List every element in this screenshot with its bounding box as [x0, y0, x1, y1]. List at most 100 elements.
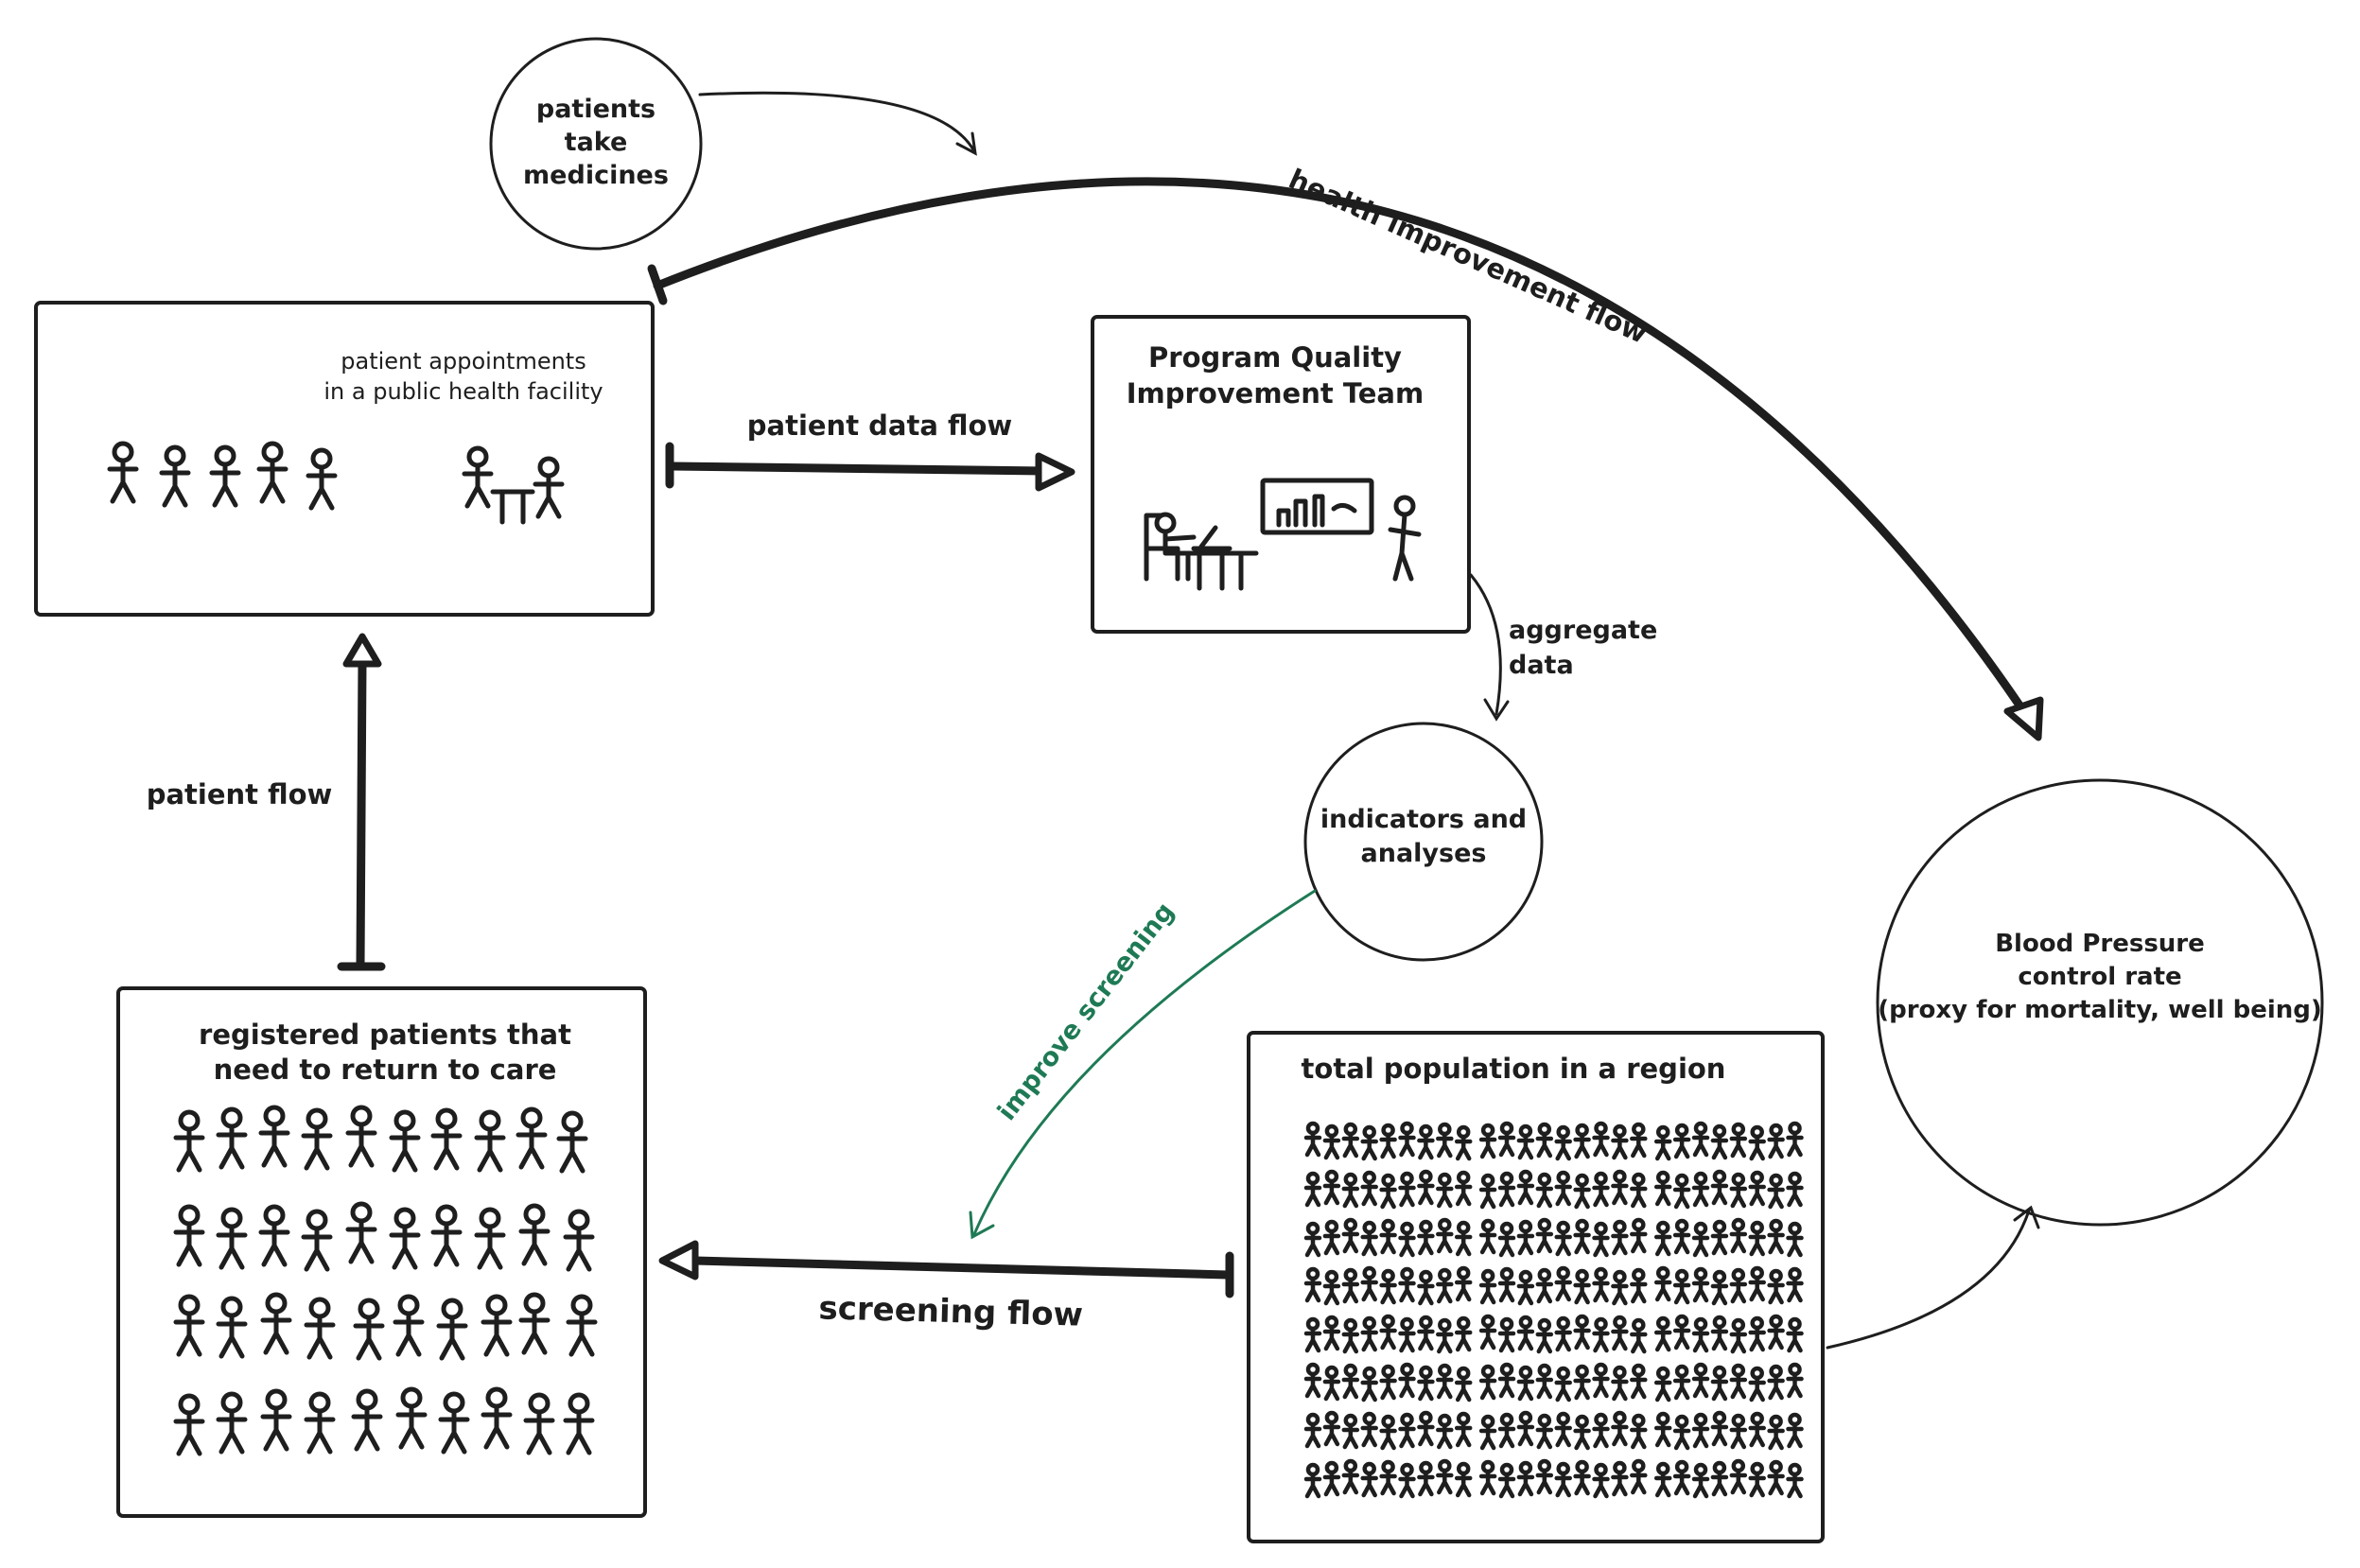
population-figure [1613, 1413, 1626, 1444]
medicines-circle [489, 37, 703, 251]
population-figure [1789, 1415, 1802, 1446]
population-figure [1632, 1175, 1645, 1206]
population-figure [1770, 1271, 1783, 1302]
population-figure [1519, 1368, 1532, 1399]
registered-line2: need to return to care [214, 1054, 557, 1086]
population-figure [1382, 1221, 1395, 1252]
patient-data-label: patient data flow [747, 409, 1012, 442]
population-figure [1576, 1417, 1589, 1448]
population-figure [1538, 1124, 1551, 1156]
population-figure [1770, 1462, 1783, 1493]
population-figure [1576, 1316, 1589, 1348]
population-figure [1500, 1124, 1513, 1155]
population-figure [1713, 1463, 1726, 1494]
population-figure [1656, 1318, 1669, 1350]
population-figure [1306, 1174, 1320, 1205]
population-figure [1595, 1269, 1608, 1300]
population-figure [1344, 1270, 1357, 1301]
team-line2: Improvement Team [1127, 377, 1424, 409]
population-figure [1770, 1316, 1783, 1348]
population-figure [1656, 1464, 1669, 1495]
population-figure [1713, 1126, 1726, 1158]
aggregate-arrow [1469, 573, 1510, 722]
population-figure [1789, 1365, 1802, 1396]
population-figure [1675, 1176, 1688, 1207]
appointments-line2: in a public health facility [323, 378, 603, 405]
aggregate-line2: data [1509, 651, 1574, 680]
population-figure [1595, 1124, 1608, 1155]
population-figure [1576, 1125, 1589, 1157]
population-figure [1325, 1463, 1338, 1494]
population-figure [1457, 1127, 1470, 1159]
population-figure [1500, 1319, 1513, 1350]
population-figure [1481, 1367, 1495, 1398]
population-figure [1438, 1461, 1451, 1492]
population-figure [1694, 1174, 1707, 1205]
population-figure [1500, 1465, 1513, 1496]
population-figure [1751, 1223, 1764, 1254]
population-figure [1694, 1269, 1707, 1300]
population-figure [1363, 1223, 1376, 1254]
population-figure [1632, 1461, 1645, 1492]
population-figure [1557, 1414, 1570, 1445]
screening-label: screening flow [818, 1289, 1083, 1333]
population-figure [1500, 1415, 1513, 1446]
population-figure [1770, 1176, 1783, 1207]
population-figure [1595, 1365, 1608, 1396]
registered-line1: registered patients that [199, 1019, 571, 1051]
population-figure [1713, 1368, 1726, 1399]
population-figure [1438, 1270, 1451, 1301]
bp-line1: Blood Pressure [1995, 930, 2205, 958]
population-figure [1519, 1317, 1532, 1349]
population-figure [1694, 1415, 1707, 1446]
population-figure [1770, 1367, 1783, 1398]
population-figure [1613, 1172, 1626, 1203]
team-line1: Program Quality [1148, 341, 1402, 374]
population-figure [1306, 1124, 1320, 1155]
population-figure [1694, 1465, 1707, 1496]
population-figure [1519, 1126, 1532, 1158]
population-figure [1457, 1318, 1470, 1350]
population-figure [1481, 1316, 1495, 1348]
population-figure [1457, 1368, 1470, 1400]
population-figure [1363, 1464, 1376, 1495]
population-figure [1306, 1269, 1320, 1300]
population-figure [1306, 1415, 1320, 1446]
population-figure [1306, 1224, 1320, 1255]
registered-label: registered patients that need to return … [199, 1019, 571, 1086]
population-figure [1595, 1465, 1608, 1496]
population-figure [1694, 1124, 1707, 1155]
indicators-circle [1303, 722, 1544, 962]
population-figure [1500, 1174, 1513, 1205]
population-figure [1457, 1464, 1470, 1495]
medicines-line3: medicines [523, 161, 669, 190]
population-figure [1595, 1174, 1608, 1205]
population-figure [1363, 1414, 1376, 1445]
registered-patients-grid [176, 1107, 595, 1454]
population-figure [1457, 1414, 1470, 1445]
population-figure [1382, 1271, 1395, 1302]
population-to-bp-arrow [1826, 1205, 2040, 1350]
population-figure [1732, 1270, 1745, 1301]
population-figure [1401, 1124, 1414, 1155]
population-figure [1732, 1175, 1745, 1206]
population-figure [1713, 1272, 1726, 1303]
population-figure [1419, 1463, 1432, 1494]
population-figure [1694, 1319, 1707, 1350]
population-figure [1519, 1172, 1532, 1203]
population-figure [1538, 1270, 1551, 1301]
population-figure [1481, 1176, 1495, 1207]
population-figure [1557, 1464, 1570, 1495]
population-figure [1325, 1413, 1338, 1444]
population-figure [1438, 1175, 1451, 1206]
population-figure [1732, 1461, 1745, 1492]
population-figure [1632, 1124, 1645, 1156]
population-figure [1500, 1365, 1513, 1396]
population-figure [1438, 1220, 1451, 1251]
consultation-group [464, 448, 562, 525]
population-figure [1306, 1465, 1320, 1496]
population-figure [1613, 1368, 1626, 1399]
population-figure [1613, 1463, 1626, 1494]
patient-data-arrow [665, 442, 1075, 492]
population-figure [1481, 1417, 1495, 1448]
